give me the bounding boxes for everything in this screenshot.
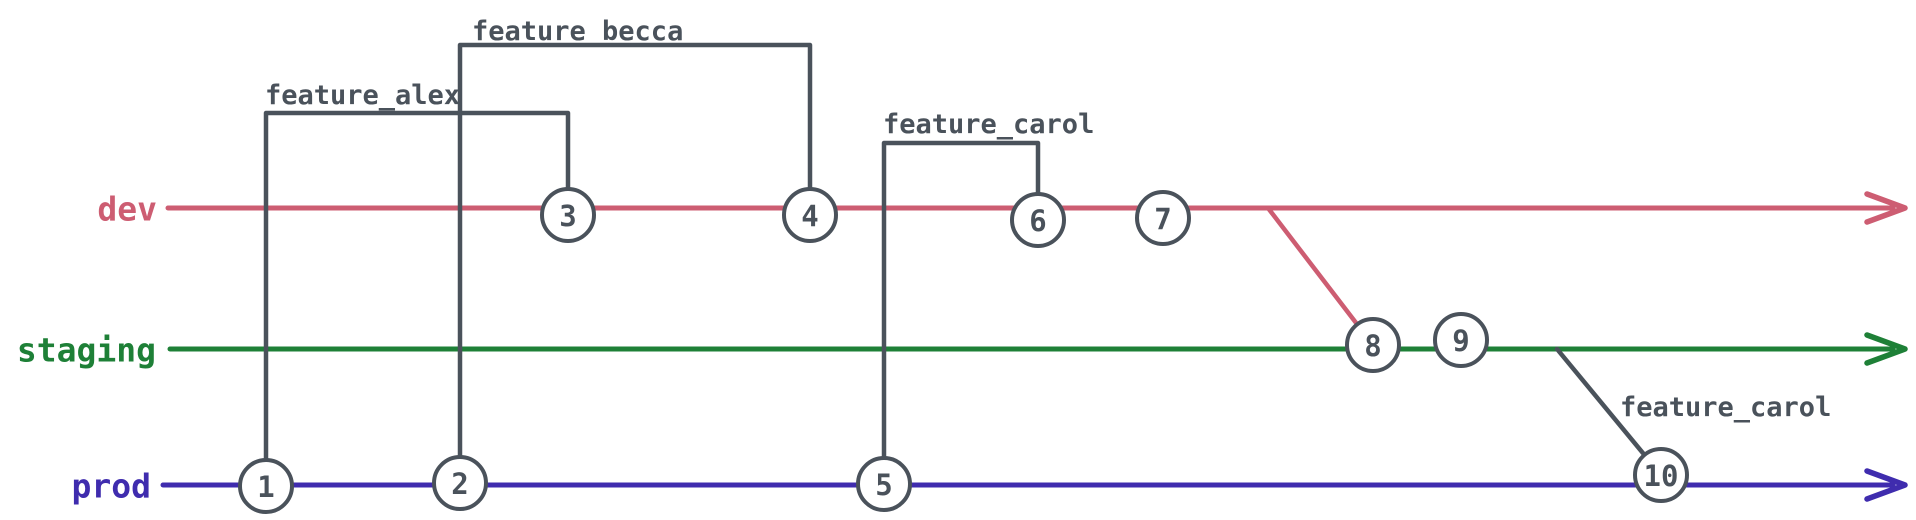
commit-number-6: 6 bbox=[1029, 204, 1046, 238]
feature-alex-link bbox=[263, 110, 571, 461]
branch-label-dev: dev bbox=[97, 190, 157, 229]
commit-number-7: 7 bbox=[1154, 202, 1171, 236]
commit-number-10: 10 bbox=[1644, 459, 1679, 493]
feature-carol-link bbox=[881, 140, 1041, 459]
commit-node-6 bbox=[1010, 192, 1066, 248]
branch-arrowhead-prod bbox=[1864, 468, 1908, 502]
commit-number-1: 1 bbox=[257, 470, 274, 504]
branch-arrowhead-dev bbox=[1864, 191, 1908, 225]
commit-number-3: 3 bbox=[559, 199, 576, 233]
commit-number-8: 8 bbox=[1364, 329, 1381, 363]
commit-node-2 bbox=[432, 455, 488, 511]
feature-alex-link-label: feature_alex bbox=[265, 80, 460, 111]
commit-node-10 bbox=[1633, 447, 1689, 503]
commit-node-4 bbox=[782, 187, 838, 243]
feature-becca-link bbox=[457, 42, 813, 458]
commit-number-5: 5 bbox=[875, 468, 892, 502]
commit-node-3 bbox=[540, 187, 596, 243]
branch-label-staging: staging bbox=[17, 331, 156, 370]
feature-becca-link-label: feature_becca bbox=[472, 16, 683, 47]
feature-carol-link-label: feature_carol bbox=[883, 109, 1094, 140]
commit-node-8 bbox=[1345, 317, 1401, 373]
merge-dev-to-8 bbox=[1265, 205, 1376, 348]
commit-number-4: 4 bbox=[801, 199, 818, 233]
commit-node-7 bbox=[1135, 190, 1191, 246]
commit-node-5 bbox=[856, 456, 912, 512]
commit-node-1 bbox=[238, 458, 294, 514]
commit-number-2: 2 bbox=[451, 467, 468, 501]
commit-node-9 bbox=[1433, 312, 1489, 368]
branch-arrowhead-staging bbox=[1864, 332, 1908, 366]
commit-number-9: 9 bbox=[1452, 324, 1469, 358]
merge-staging-to-10-label: feature_carol bbox=[1620, 392, 1831, 423]
branch-label-prod: prod bbox=[72, 467, 151, 506]
